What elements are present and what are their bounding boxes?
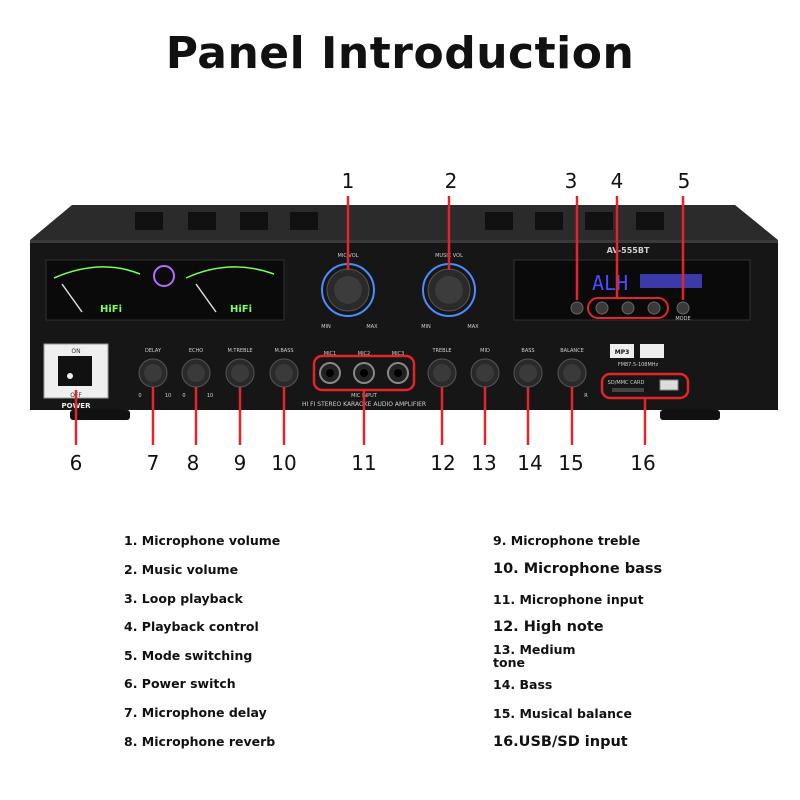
top-vents bbox=[135, 212, 664, 230]
display-text: ALH bbox=[592, 271, 628, 295]
m-bass-knob[interactable] bbox=[269, 358, 299, 388]
knob-label-balance: BALANCE bbox=[560, 348, 584, 354]
fm-label: FM87.5-108MHz bbox=[618, 362, 659, 368]
loop-playback-button[interactable] bbox=[570, 301, 584, 315]
legend-item-9: 9. Microphone treble bbox=[493, 533, 641, 548]
vu-label-left: HiFi bbox=[100, 304, 122, 315]
music-vol-max: MAX bbox=[467, 324, 479, 330]
delay-scale-max: 10 bbox=[165, 393, 171, 399]
legend-item-11: 11. Microphone input bbox=[493, 592, 644, 607]
callout-11: 11 bbox=[351, 451, 376, 475]
display-bargraph bbox=[640, 274, 702, 288]
callout-2: 2 bbox=[445, 169, 458, 193]
mode-label: MODE bbox=[675, 316, 690, 322]
callout-16: 16 bbox=[630, 451, 655, 475]
knob-label-delay: DELAY bbox=[145, 348, 162, 354]
callout-3: 3 bbox=[565, 169, 578, 193]
power-switch[interactable] bbox=[58, 356, 92, 386]
m-treble-knob[interactable] bbox=[225, 358, 255, 388]
mid-knob[interactable] bbox=[470, 358, 500, 388]
knob-label-echo: ECHO bbox=[189, 348, 203, 354]
callout-15: 15 bbox=[558, 451, 583, 475]
sd-card-slot[interactable] bbox=[612, 388, 644, 392]
legend-item-16: 16.USB/SD input bbox=[493, 734, 628, 750]
legend-item-13: 13. Medium tone bbox=[493, 642, 576, 670]
delay-knob[interactable] bbox=[138, 358, 168, 388]
next-button[interactable] bbox=[647, 301, 661, 315]
foot-right bbox=[660, 410, 720, 420]
legend-item-12: 12. High note bbox=[493, 619, 604, 635]
mic-jack-3[interactable] bbox=[387, 362, 409, 384]
mic-jack-1-label: MIC1 bbox=[324, 351, 336, 357]
callout-9: 9 bbox=[234, 451, 247, 475]
legend-item-15: 15. Musical balance bbox=[493, 706, 632, 721]
vu-scale-right bbox=[185, 266, 275, 279]
leader-lines bbox=[74, 196, 685, 445]
mic-jack-1[interactable] bbox=[319, 362, 341, 384]
vu-needle-right bbox=[195, 283, 217, 313]
legend-item-8: 8. Microphone reverb bbox=[124, 734, 276, 749]
vu-center-logo bbox=[153, 265, 175, 287]
mic-vol-min: MIN bbox=[321, 324, 331, 330]
legend-item-5: 5. Mode switching bbox=[124, 648, 253, 663]
vu-meter-window bbox=[45, 259, 285, 321]
callout-7: 7 bbox=[147, 451, 160, 475]
callout-6: 6 bbox=[70, 451, 83, 475]
power-switch-dot bbox=[67, 373, 73, 379]
mode-button[interactable] bbox=[676, 301, 690, 315]
knob-label-m-bass: M.BASS bbox=[274, 348, 293, 354]
legend-item-1: 1. Microphone volume bbox=[124, 533, 281, 548]
callout-4: 4 bbox=[611, 169, 624, 193]
echo-scale-min: 0 bbox=[182, 393, 185, 399]
page-title: Panel Introduction bbox=[165, 28, 635, 79]
previous-button[interactable] bbox=[595, 301, 609, 315]
knob-label-m-treble: M.TREBLE bbox=[228, 348, 253, 354]
knob-label-treble: TREBLE bbox=[431, 348, 451, 354]
foot-left bbox=[70, 410, 130, 420]
callout-8: 8 bbox=[187, 451, 200, 475]
callout-13: 13 bbox=[471, 451, 496, 475]
delay-scale-min: 0 bbox=[138, 393, 141, 399]
vu-scale-left bbox=[53, 266, 141, 279]
play-pause-button[interactable] bbox=[621, 301, 635, 315]
mic-vol-max: MAX bbox=[366, 324, 378, 330]
mic-jack-2[interactable] bbox=[353, 362, 375, 384]
sd-card-label: SD/MMC CARD bbox=[608, 380, 645, 386]
knob-label-mid: MID bbox=[480, 348, 490, 354]
callout-10: 10 bbox=[271, 451, 296, 475]
callout-14: 14 bbox=[517, 451, 542, 475]
legend-item-3: 3. Loop playback bbox=[124, 591, 243, 606]
echo-knob[interactable] bbox=[181, 358, 211, 388]
model-label: AV-555BT bbox=[607, 246, 650, 255]
playback-control-highlight bbox=[587, 297, 669, 319]
power-on-label: ON bbox=[71, 348, 80, 355]
balance-scale-r: R bbox=[584, 393, 588, 399]
treble-knob[interactable] bbox=[427, 358, 457, 388]
legend-item-6: 6. Power switch bbox=[124, 676, 236, 691]
knob-label-bass: BASS bbox=[521, 348, 534, 354]
music-vol-min: MIN bbox=[421, 324, 431, 330]
vu-label-right: HiFi bbox=[230, 304, 252, 315]
legend-item-4: 4. Playback control bbox=[124, 619, 259, 634]
balance-knob[interactable] bbox=[557, 358, 587, 388]
callout-12: 12 bbox=[430, 451, 455, 475]
legend-item-2: 2. Music volume bbox=[124, 562, 239, 577]
mp3-badge bbox=[610, 344, 634, 358]
legend-item-14: 14. Bass bbox=[493, 677, 553, 692]
mp3-label: MP3 bbox=[615, 349, 630, 356]
bluetooth-badge bbox=[640, 344, 664, 358]
echo-scale-max: 10 bbox=[207, 393, 213, 399]
music-volume-knob[interactable] bbox=[422, 263, 476, 317]
usb-port[interactable] bbox=[659, 379, 679, 391]
callout-5: 5 bbox=[678, 169, 691, 193]
bass-knob[interactable] bbox=[513, 358, 543, 388]
mic-jack-2-label: MIC2 bbox=[358, 351, 370, 357]
legend-item-7: 7. Microphone delay bbox=[124, 705, 267, 720]
vu-needle-left bbox=[61, 283, 83, 313]
callout-1: 1 bbox=[342, 169, 355, 193]
legend-item-10: 10. Microphone bass bbox=[493, 561, 663, 577]
mic-volume-knob[interactable] bbox=[321, 263, 375, 317]
mic-jack-3-label: MIC3 bbox=[392, 351, 404, 357]
